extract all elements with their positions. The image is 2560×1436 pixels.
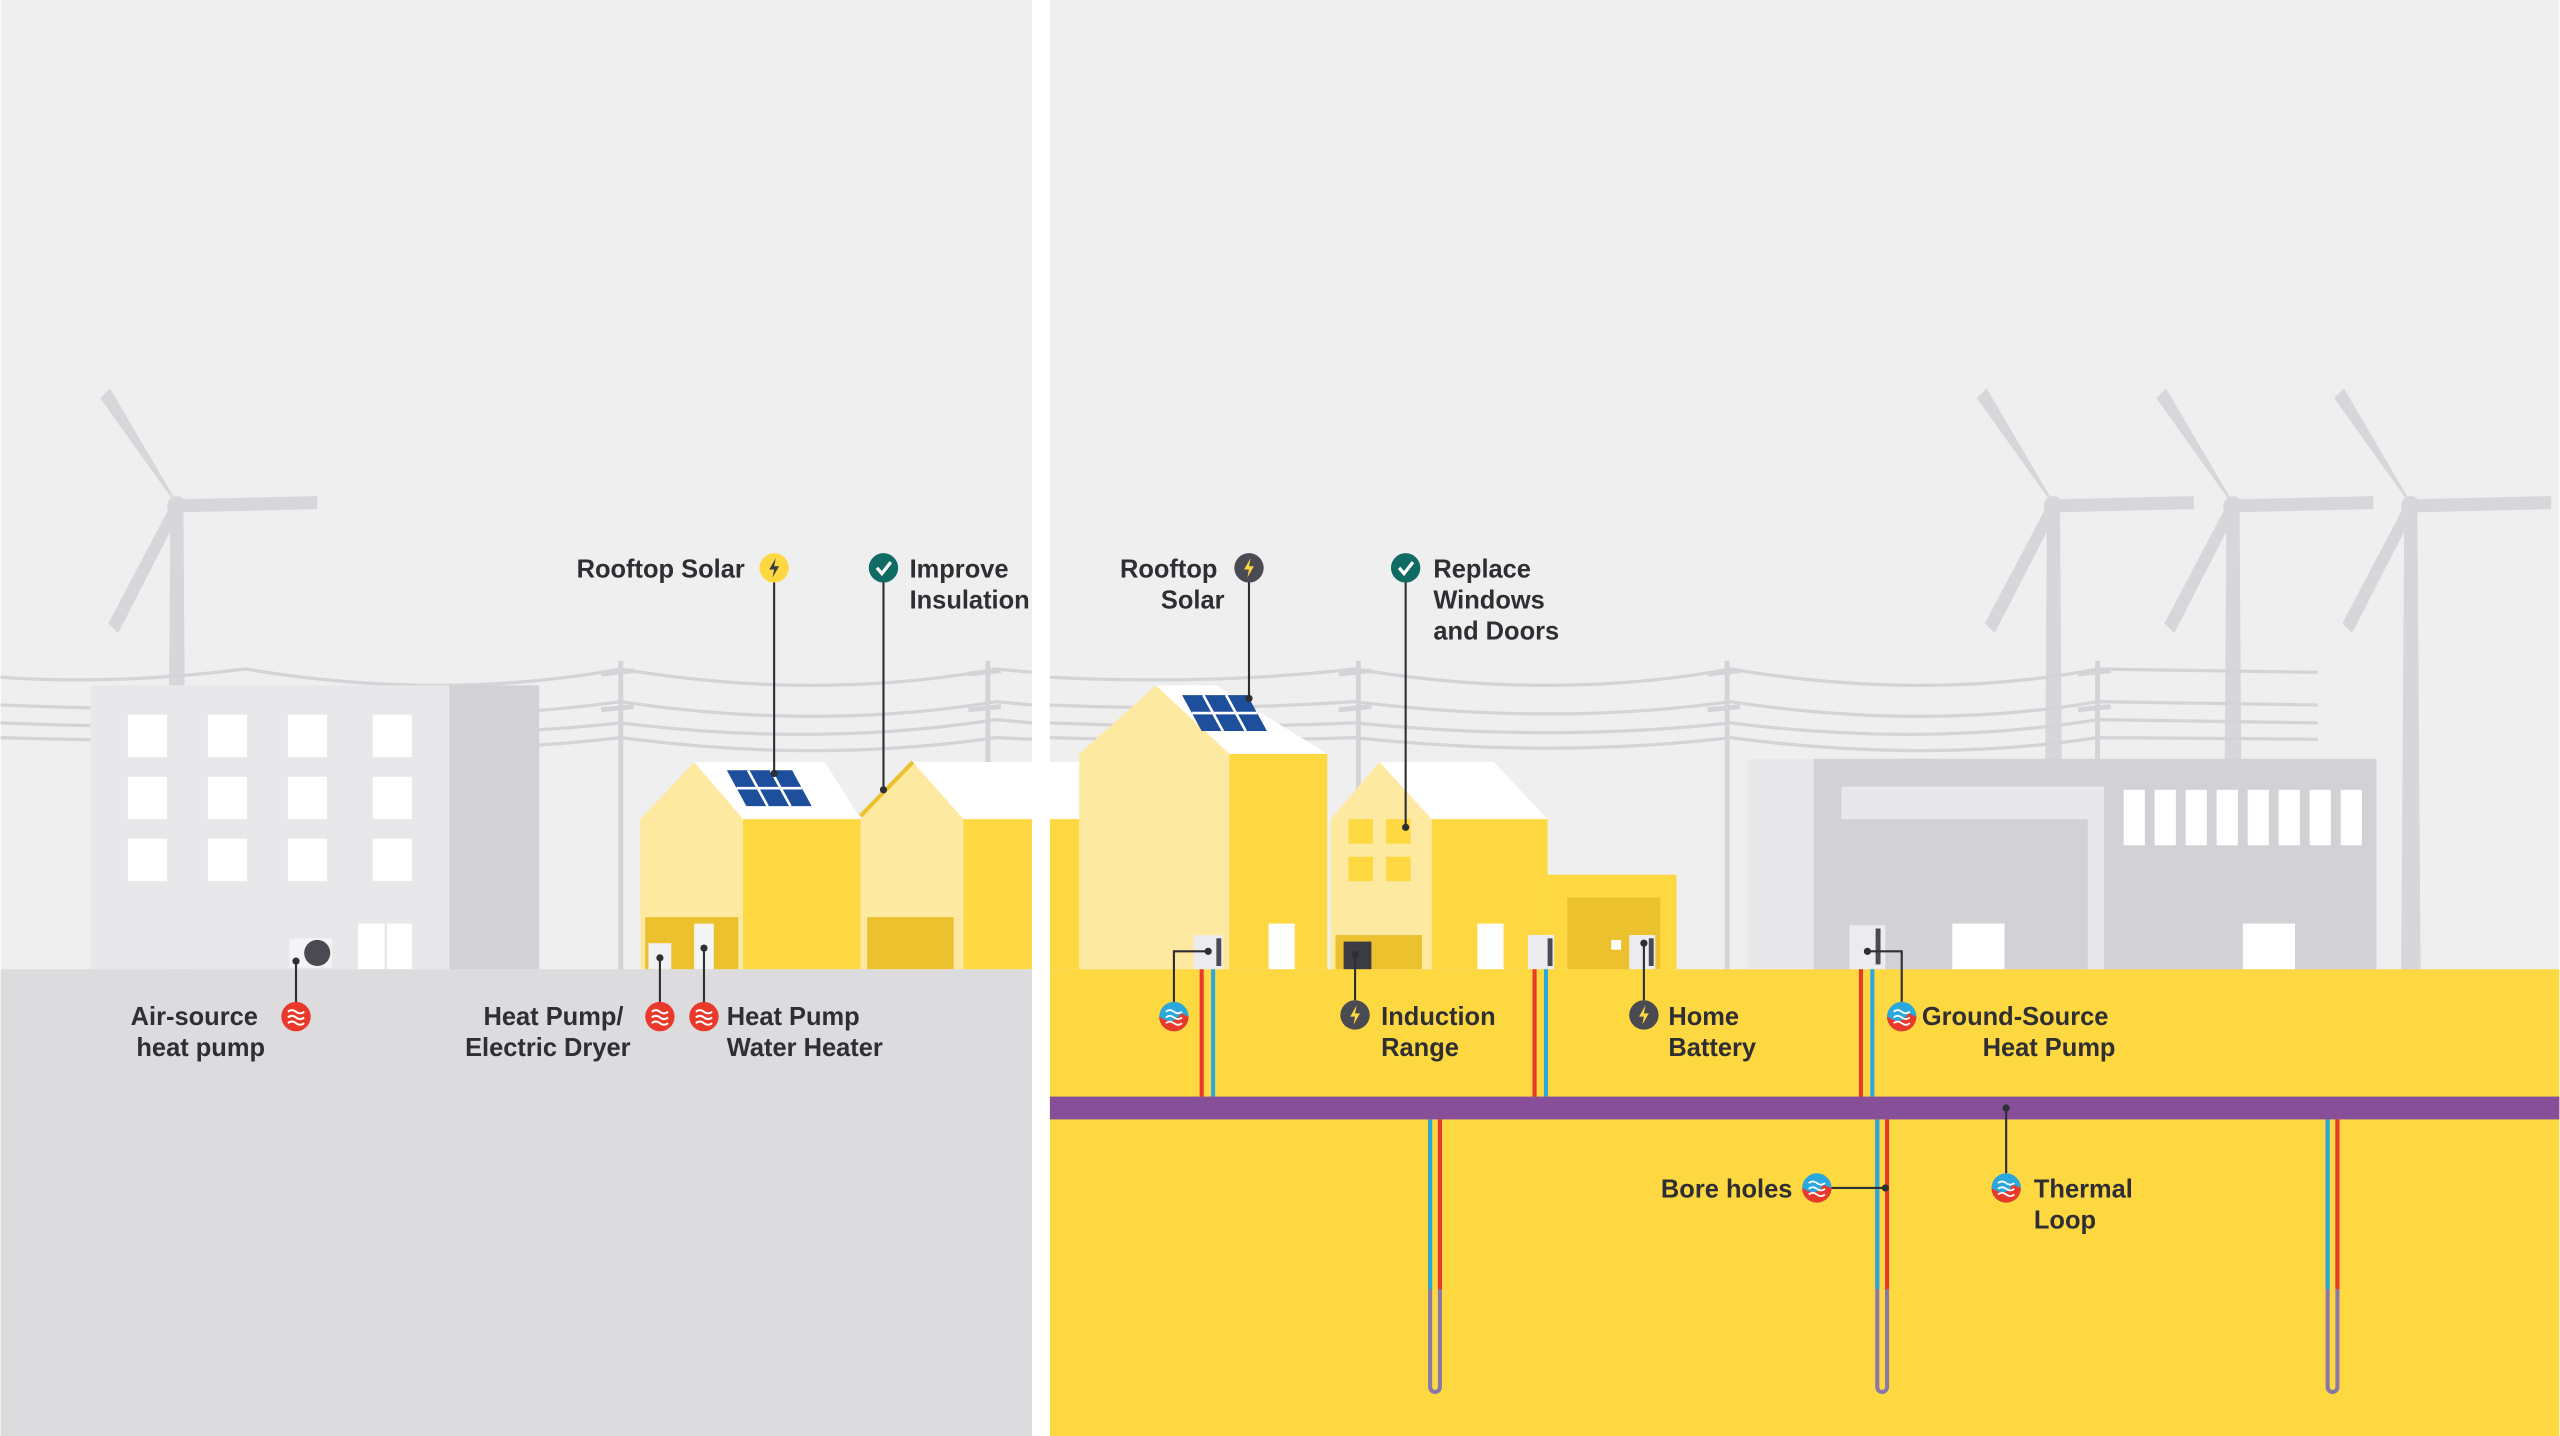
label-induction-range: Induction Range (1381, 1003, 1503, 1062)
heat-icon (644, 1000, 676, 1033)
thermal-loop-pipe (1049, 1096, 2560, 1120)
bolt-icon (759, 553, 789, 583)
callout-improve-insulation: Improve Insulation (867, 551, 1030, 794)
ground-source-icon (1990, 1172, 2022, 1204)
callout-heat-pump-water-heater: Heat Pump Water Heater (688, 944, 883, 1062)
right-scene-networked-geothermal: Rooftop Solar Replace Windows and Doors … (1049, 0, 2560, 1436)
callout-rooftop-solar: Rooftop Solar (577, 553, 789, 778)
label-heat-pump-water-heater: Heat Pump Water Heater (727, 1003, 883, 1062)
heat-icon (688, 1000, 720, 1033)
label-heat-pump-dryer: Heat Pump/ Electric Dryer (465, 1003, 631, 1062)
label-home-battery: Home Battery (1668, 1003, 1757, 1062)
houses-left (640, 760, 1032, 970)
label-rooftop-solar: Rooftop Solar (577, 556, 745, 584)
geothermal-pipes (1199, 969, 2340, 1394)
ground (1049, 969, 2560, 1436)
callout-replace-windows: Replace Windows and Doors (1389, 551, 1559, 831)
ground-source-icon (1886, 1001, 1918, 1033)
callout-home-battery: Home Battery (1629, 939, 1757, 1062)
label-ground-source-heat-pump: Ground-Source Heat Pump (1922, 1003, 2116, 1062)
callout-rooftop-solar: Rooftop Solar (1120, 553, 1264, 703)
callout-ground-source-heat-pump: Ground-Source Heat Pump (1863, 947, 2116, 1062)
check-icon (1389, 551, 1422, 585)
label-air-source-heat-pump: Air-source heat pump (131, 1003, 265, 1062)
ground (0, 969, 1032, 1436)
heat-icon (280, 1000, 312, 1033)
label-bore-holes: Bore holes (1661, 1176, 1792, 1204)
factory (1748, 758, 2377, 970)
bolt-icon (1629, 1000, 1659, 1030)
callout-heat-pump-dryer: Heat Pump/ Electric Dryer (465, 954, 676, 1062)
callout-home-heat-pump (1158, 947, 1212, 1033)
label-replace-windows: Replace Windows and Doors (1433, 556, 1559, 646)
label-improve-insulation: Improve Insulation (910, 556, 1030, 615)
bolt-icon (1234, 553, 1264, 583)
check-icon (867, 551, 900, 585)
callout-induction-range: Induction Range (1340, 951, 1503, 1062)
bolt-icon (1340, 1000, 1370, 1030)
left-scene-current-home: Rooftop Solar Improve Insulation Air-sou… (0, 0, 1033, 1436)
panel-divider (1031, 0, 1050, 1436)
callout-bore-holes: Bore holes (1661, 1172, 1889, 1204)
ground-source-icon (1158, 1001, 1190, 1033)
fan-icon (304, 939, 331, 967)
apartment-building (90, 685, 540, 970)
label-thermal-loop: Thermal Loop (2034, 1176, 2140, 1235)
label-rooftop-solar: Rooftop Solar (1120, 556, 1225, 615)
ground-source-icon (1801, 1172, 1833, 1204)
callout-thermal-loop: Thermal Loop (1990, 1104, 2140, 1235)
callout-air-source-heat-pump: Air-source heat pump (131, 957, 312, 1062)
